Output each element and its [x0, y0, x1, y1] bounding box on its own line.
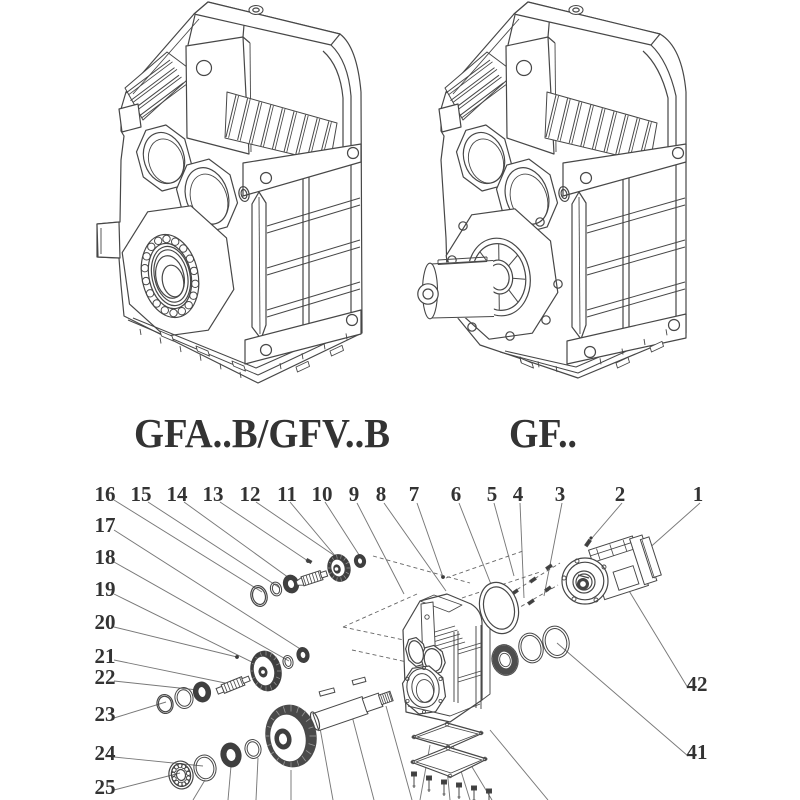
svg-text:5: 5: [487, 482, 498, 506]
svg-text:15: 15: [131, 482, 152, 506]
svg-text:3: 3: [555, 482, 566, 506]
svg-text:16: 16: [95, 482, 116, 506]
svg-text:GF..: GF..: [509, 410, 577, 456]
svg-text:12: 12: [240, 482, 261, 506]
svg-text:9: 9: [349, 482, 360, 506]
svg-text:23: 23: [95, 702, 116, 726]
svg-text:14: 14: [167, 482, 189, 506]
svg-text:1: 1: [693, 482, 704, 506]
svg-text:41: 41: [687, 740, 708, 764]
svg-text:GFA..B/GFV..B: GFA..B/GFV..B: [134, 410, 390, 456]
svg-text:4: 4: [513, 482, 524, 506]
svg-text:8: 8: [376, 482, 387, 506]
svg-text:18: 18: [95, 545, 116, 569]
svg-text:11: 11: [277, 482, 297, 506]
svg-text:21: 21: [95, 644, 116, 668]
svg-text:6: 6: [451, 482, 462, 506]
svg-text:10: 10: [312, 482, 333, 506]
svg-text:7: 7: [409, 482, 420, 506]
svg-text:13: 13: [203, 482, 224, 506]
svg-text:19: 19: [95, 577, 116, 601]
svg-text:42: 42: [687, 672, 708, 696]
svg-text:24: 24: [95, 741, 117, 765]
svg-text:22: 22: [95, 665, 116, 689]
svg-text:17: 17: [95, 513, 116, 537]
svg-text:20: 20: [95, 610, 116, 634]
svg-text:25: 25: [95, 775, 116, 799]
svg-text:2: 2: [615, 482, 626, 506]
